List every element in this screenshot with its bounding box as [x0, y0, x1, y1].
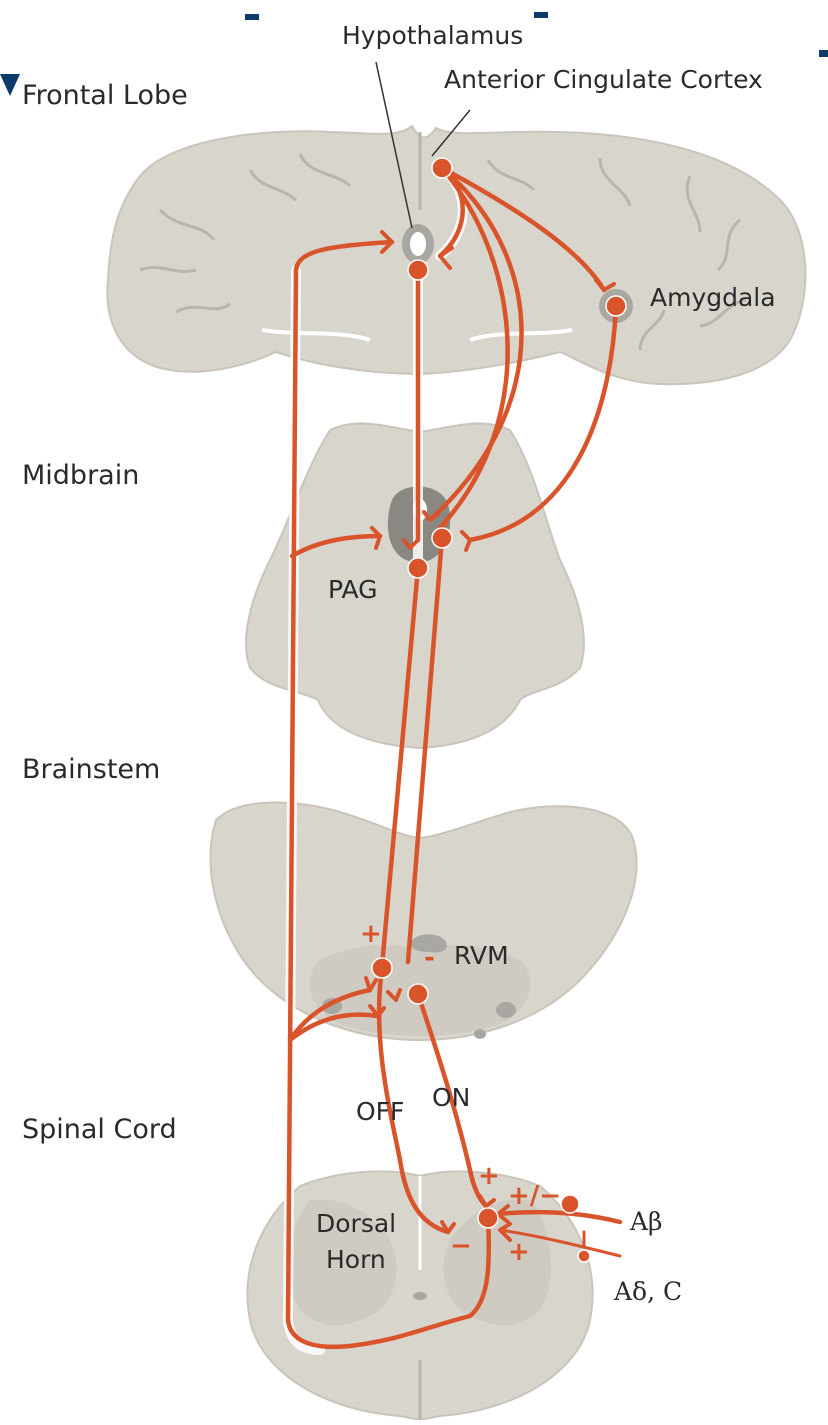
hypothalamus-label: Hypothalamus [342, 21, 523, 50]
dh-plus-top-sign: + [478, 1161, 500, 1191]
rvm-plus-sign: + [360, 919, 382, 949]
on-label: ON [432, 1083, 470, 1112]
dh-minus-sign: − [450, 1231, 472, 1261]
a-beta-label: Aβ [629, 1207, 663, 1236]
rvm-on-neuron [408, 984, 428, 1004]
brainstem-label: Brainstem [22, 754, 160, 785]
hypothalamus-neuron [408, 260, 428, 280]
rvm-off-neuron [372, 958, 392, 978]
dorsal-horn-neuron [478, 1208, 498, 1228]
horn-label: Horn [326, 1245, 386, 1274]
off-label: OFF [356, 1097, 404, 1126]
dorsal-label: Dorsal [316, 1209, 396, 1238]
pag-label: PAG [328, 575, 378, 604]
rvm-label: RVM [454, 941, 509, 970]
pag-neuron-2 [432, 528, 452, 548]
rvm-minus-sign: - [424, 943, 435, 973]
pag-neuron-1 [408, 558, 428, 578]
a-delta-c-soma [578, 1250, 590, 1262]
frontal-lobe-label: Frontal Lobe [22, 80, 188, 111]
acc-label: Anterior Cingulate Cortex [444, 65, 763, 94]
a-delta-c-label: Aδ, C [613, 1277, 682, 1306]
amygdala-neuron [606, 296, 626, 316]
spinal-cord-label: Spinal Cord [22, 1114, 177, 1145]
midbrain-label: Midbrain [22, 460, 139, 491]
acc-neuron [432, 158, 452, 178]
dh-plus-bottom-sign: + [508, 1237, 530, 1267]
amygdala-label: Amygdala [650, 283, 776, 312]
a-beta-soma [561, 1195, 579, 1213]
frontal-lobe-section [107, 126, 805, 384]
dh-plus-minus-sign: +/− [508, 1181, 561, 1211]
